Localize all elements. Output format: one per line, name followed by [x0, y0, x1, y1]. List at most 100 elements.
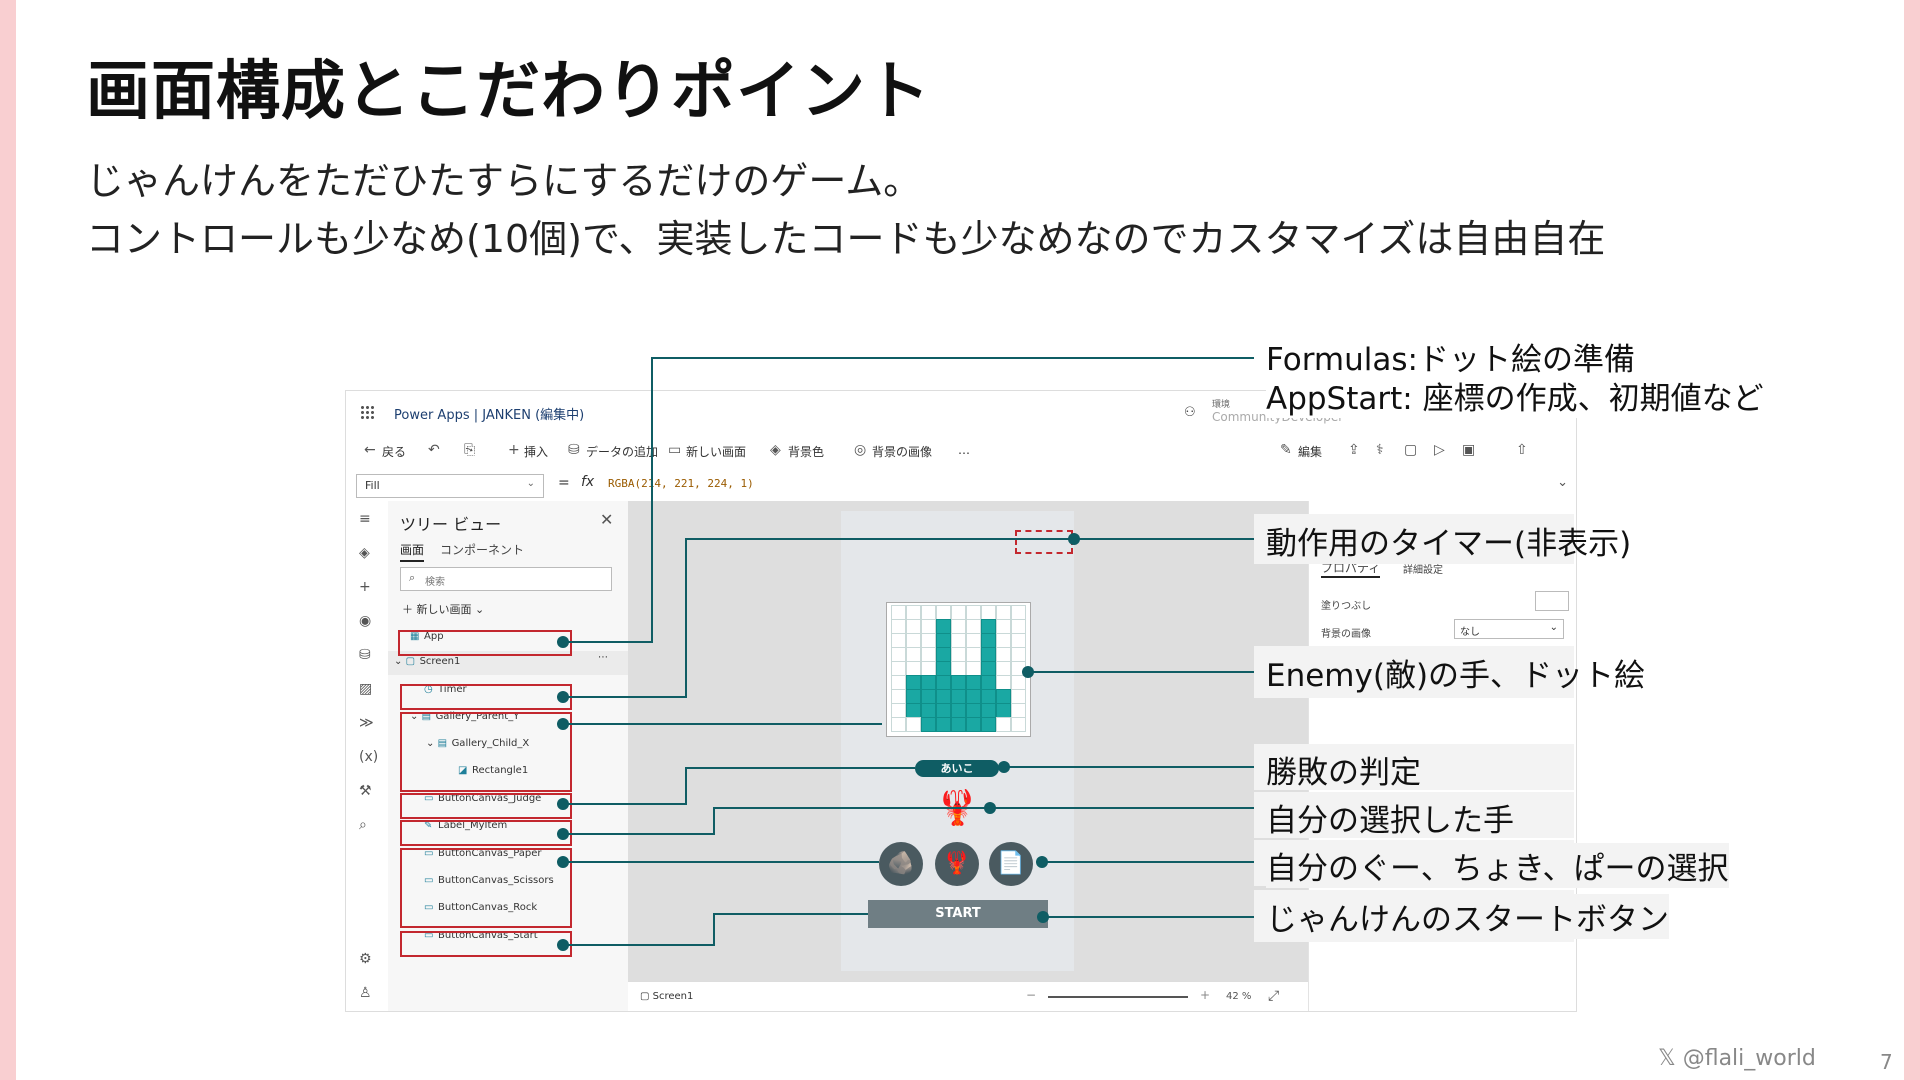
screen-icon: ▢: [405, 656, 416, 667]
bg-image-dropdown[interactable]: なし⌄: [1454, 619, 1564, 639]
search-placeholder: 検索: [425, 577, 445, 588]
annotation-enemy: Enemy(敵)の手、ドット絵: [1266, 658, 1646, 694]
tree-node-rock[interactable]: ▭ButtonCanvas_Rock: [424, 902, 538, 913]
enemy-pixel-art[interactable]: [886, 602, 1031, 737]
theme-icon[interactable]: ◉: [359, 613, 372, 629]
scissors-button[interactable]: 🦞: [935, 842, 979, 886]
property-dropdown[interactable]: Fill ⌄: [356, 474, 544, 498]
tree-node-timer[interactable]: ◷Timer: [424, 684, 467, 695]
highlight-choices: [400, 848, 572, 928]
zoom-in-icon[interactable]: +: [1200, 988, 1211, 1002]
tab-screens[interactable]: 画面: [400, 541, 425, 562]
expand-formula-icon[interactable]: ⌄: [1557, 475, 1568, 490]
annotation-start: じゃんけんのスタートボタン: [1266, 894, 1669, 939]
tree-node-rectangle[interactable]: ◪Rectangle1: [458, 765, 529, 776]
dot-gallery: [557, 718, 569, 730]
close-icon[interactable]: ✕: [600, 510, 614, 529]
footer-handle: 𝕏 @flali_world: [1658, 1046, 1816, 1071]
tree-node-label-myitem[interactable]: ✎Label_MyItem: [424, 820, 508, 831]
tools-icon[interactable]: ⚒: [359, 783, 372, 799]
background-color-button[interactable]: 背景色: [788, 445, 825, 459]
insert-button[interactable]: 挿入: [524, 445, 549, 459]
search-icon[interactable]: ⌕: [359, 817, 367, 833]
tree-node-start[interactable]: ▭ButtonCanvas_Start: [424, 930, 538, 941]
new-screen-link[interactable]: ＋ 新しい画面 ⌄: [402, 603, 485, 616]
fx-icon: fx: [581, 474, 595, 490]
tree-node-gallery-parent[interactable]: ⌄ ▤Gallery_Parent_Y: [410, 711, 520, 722]
zoom-out-icon[interactable]: −: [1026, 988, 1037, 1002]
share-icon[interactable]: ⇪: [1348, 442, 1360, 458]
tree-node-app[interactable]: ▦App: [410, 631, 444, 642]
highlight-gallery: [400, 712, 572, 792]
undo-icon[interactable]: ↶: [428, 442, 440, 458]
start-button[interactable]: START: [868, 900, 1048, 928]
tree-view-title: ツリー ビュー: [400, 515, 502, 534]
tab-advanced[interactable]: 詳細設定: [1403, 565, 1443, 576]
zoom-slider[interactable]: [1048, 996, 1188, 998]
screen-preview[interactable]: [841, 511, 1074, 971]
save-icon[interactable]: ▣: [1462, 442, 1476, 458]
paper-button[interactable]: 📄: [989, 842, 1033, 886]
app-launcher-icon[interactable]: [360, 405, 374, 419]
tree-node-paper[interactable]: ▭ButtonCanvas_Paper: [424, 848, 542, 859]
button-icon: ▭: [424, 793, 434, 804]
back-button[interactable]: 戻る: [382, 445, 407, 459]
tree-node-scissors[interactable]: ▭ButtonCanvas_Scissors: [424, 875, 554, 886]
insert-icon[interactable]: +: [359, 579, 371, 595]
tree-search-input[interactable]: ⌕ 検索: [400, 567, 612, 591]
tab-properties[interactable]: プロパティ: [1321, 559, 1381, 578]
account-icon[interactable]: ♙: [359, 985, 372, 1001]
page-number: 7: [1880, 1050, 1893, 1074]
comment-icon[interactable]: ▢: [1404, 442, 1418, 458]
edit-button[interactable]: 編集: [1298, 445, 1323, 459]
formula-input[interactable]: RGBA(214, 221, 224, 1): [608, 477, 754, 490]
pixel-cell: [1011, 717, 1026, 732]
media-icon[interactable]: ▨: [359, 681, 373, 697]
add-data-button[interactable]: データの追加: [586, 445, 659, 459]
equals-sign: =: [558, 475, 570, 491]
fill-color-picker[interactable]: [1535, 591, 1569, 611]
judge-button[interactable]: あいこ: [915, 760, 999, 777]
publish-icon[interactable]: ⇧: [1516, 442, 1528, 458]
background-image-button[interactable]: 背景の画像: [872, 445, 933, 459]
dot-start-canvas: [1037, 911, 1049, 923]
tree-node-screen1[interactable]: ⌄ ▢Screen1: [394, 656, 461, 667]
annotation-timer: 動作用のタイマー(非表示): [1266, 526, 1632, 562]
environment-label: 環境: [1212, 400, 1231, 410]
button-icon: ▭: [424, 930, 434, 941]
fit-to-window-icon[interactable]: ⤢: [1268, 988, 1280, 1004]
variables-icon[interactable]: (x): [359, 749, 379, 765]
plus-icon: +: [508, 442, 520, 458]
paste-icon[interactable]: ⎘: [464, 442, 476, 458]
rock-button[interactable]: 🪨: [879, 842, 923, 886]
annotation-bg-enemy: [1254, 646, 1574, 698]
pixel-cell: [936, 717, 951, 732]
image-icon: ◎: [854, 442, 867, 458]
property-value: Fill: [365, 479, 380, 492]
settings-icon[interactable]: ⚙: [359, 951, 372, 967]
hamburger-icon[interactable]: ≡: [359, 511, 371, 527]
more-button[interactable]: …: [958, 443, 970, 457]
slide-title: 画面構成とこだわりポイント: [86, 55, 931, 129]
connector-judge-left: [563, 767, 915, 805]
shape-icon: ◪: [458, 765, 468, 776]
play-icon[interactable]: ▷: [1434, 442, 1445, 458]
pixel-cell: [951, 717, 966, 732]
right-accent-bar: [1904, 0, 1920, 1080]
new-screen-button[interactable]: 新しい画面: [686, 445, 747, 459]
power-automate-icon[interactable]: ≫: [359, 715, 374, 731]
back-arrow-icon[interactable]: ←: [364, 442, 376, 458]
connector-timer: [563, 538, 1254, 698]
tab-components[interactable]: コンポーネント: [440, 543, 525, 557]
tree-node-gallery-child[interactable]: ⌄ ▤Gallery_Child_X: [426, 738, 530, 749]
pixel-cell: [891, 717, 906, 732]
status-screen-name[interactable]: ▢ Screen1: [640, 991, 694, 1002]
data-icon[interactable]: ⛁: [359, 647, 371, 663]
tree-node-judge[interactable]: ▭ButtonCanvas_Judge: [424, 793, 542, 804]
crab-scissors-icon: 🦞: [943, 851, 971, 876]
left-accent-bar: [0, 0, 16, 1080]
stethoscope-icon[interactable]: ⚕: [1376, 442, 1384, 458]
more-options-icon[interactable]: ⋯: [598, 652, 608, 663]
tree-view-icon[interactable]: ◈: [359, 545, 370, 561]
